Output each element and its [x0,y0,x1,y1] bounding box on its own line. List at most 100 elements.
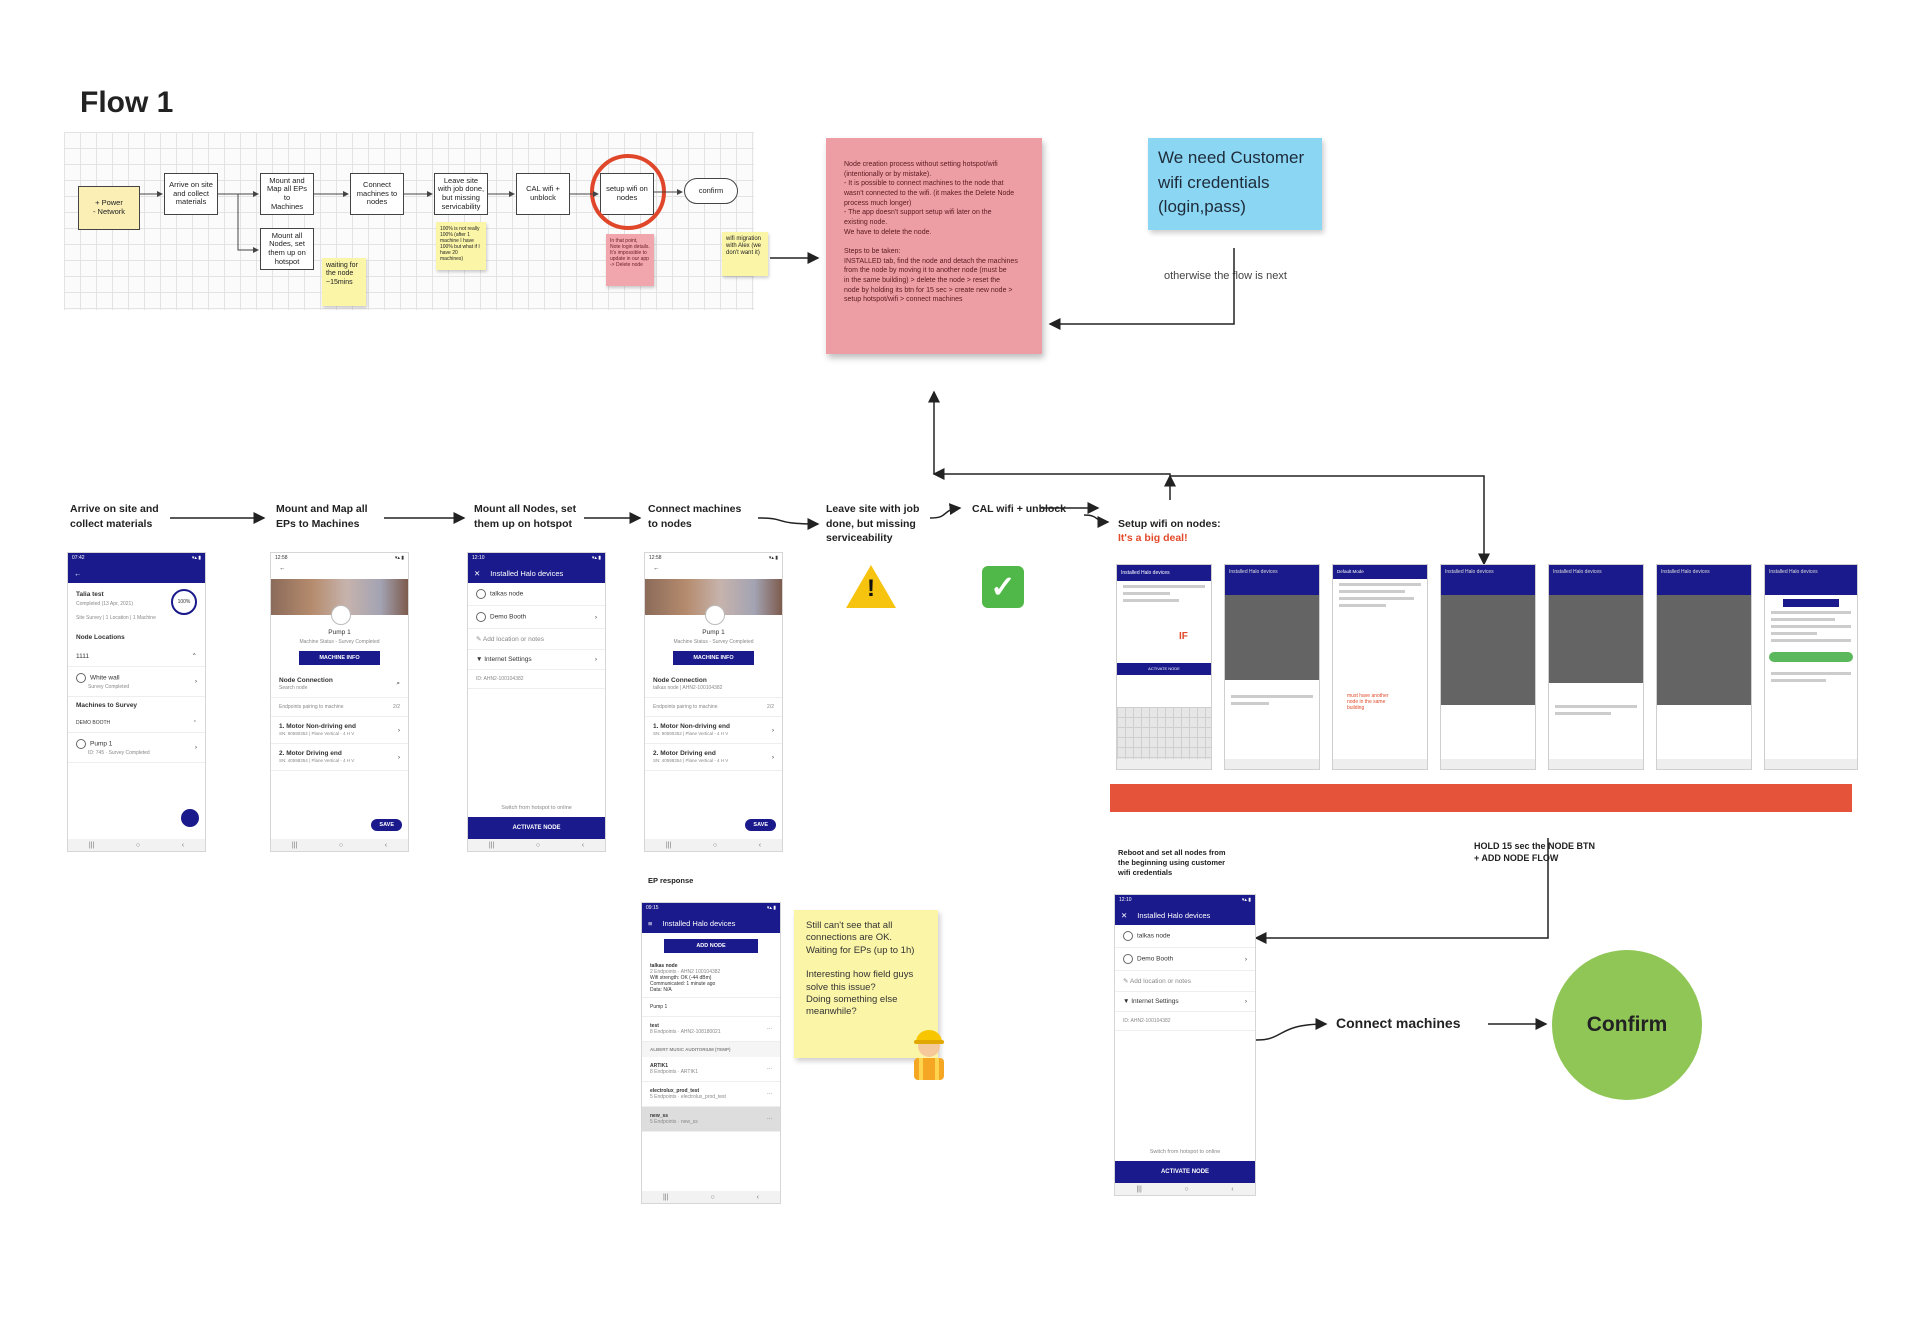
power-network-box: + Power - Network [78,186,140,230]
booth-row[interactable]: DEMO BOOTH⌃ [68,714,205,733]
activate-node-button[interactable]: ACTIVATE NODE [468,817,605,839]
node-card-talkas[interactable]: talkas node 2 Endpoints · AHN2 100104382… [642,959,780,998]
switch-text[interactable]: Switch from hotspot to online [501,805,572,811]
machine-info-button[interactable]: MACHINE INFO [299,651,380,665]
blue-note: We need Customer wifi credentials (login… [1148,138,1322,230]
mini-screen-6: Installed Halo devices [1656,564,1752,770]
step-connect: Connect machines to nodes [648,503,742,530]
id-row: ID: AHN2-100104382 [468,670,605,689]
close-icon[interactable]: ✕ [1121,910,1128,920]
node-name: talkas node [1137,932,1171,940]
machine-icon [76,739,86,749]
machine-status: Machine Status - Survey Completed [299,639,380,645]
section-node-locations: Node Locations [76,634,125,641]
node3-name: ARTIK1 [650,1063,669,1069]
search-icon[interactable]: ⌕ [396,680,400,687]
mini1-activate-button[interactable]: ACTIVATE NODE [1117,663,1211,675]
node-id: ID: AHN2-100104382 [476,676,524,682]
location-row[interactable]: 1111⌃ [68,646,205,667]
back-icon[interactable]: ← [653,565,660,572]
add-location-row[interactable]: ✎ Add location or notes [1115,971,1255,992]
booth-row[interactable]: Demo Booth› [1115,948,1255,971]
survey-sub: Site Survey | 1 Location | 1 Machine [76,615,156,621]
pump-row[interactable]: Pump 1 [642,998,780,1017]
mini1-if-label: IF [1179,631,1188,642]
ep-response-label: EP response [648,876,694,885]
menu-icon[interactable]: ≡ [648,918,653,928]
mini3-warning: must have another node in the same build… [1347,693,1389,711]
activate-node-button[interactable]: ACTIVATE NODE [1115,1161,1255,1183]
add-node-button[interactable]: ADD NODE [664,939,758,953]
node-icon [476,589,486,599]
node-name-row[interactable]: talkas node [1115,925,1255,948]
more-icon[interactable]: ⋯ [767,1066,772,1072]
otherwise-text: otherwise the flow is next [1164,270,1287,282]
orange-divider-bar [1110,784,1852,812]
machine-info-button[interactable]: MACHINE INFO [673,651,754,665]
wifi-icon: ▼ [476,656,485,663]
mini-screen-7: Installed Halo devices [1764,564,1858,770]
phone-ep-response: 09:15▾▴ ▮ ≡Installed Halo devices ADD NO… [641,902,781,1204]
step-mount-map: Mount and Map all EPs to Machines [276,503,368,530]
endpoints-label: Endpoints pairing to machine [279,704,344,710]
switch-text[interactable]: Switch from hotspot to online [1149,1149,1221,1155]
internet-row[interactable]: ▼ Internet Settings› [468,650,605,670]
survey-name: Talia test [76,591,104,598]
node1-wifi: Wifi strength: OK (-44 dBm) [650,975,712,981]
fab-button[interactable] [181,809,199,827]
flow-leave-box: Leave site with job done, but missing se… [434,173,488,215]
more-icon[interactable]: ⋯ [767,1091,772,1097]
survey-completed: Completed (13 Apr, 2021) [76,601,133,607]
mini4-title: Installed Halo devices [1441,565,1535,595]
id-row: ID: AHN2-100104382 [1115,1012,1255,1031]
node2-name: test [650,1023,659,1029]
ep1-sub: SN: 90590352 | Plane Vertical - 4 H V [653,731,729,736]
internet-row[interactable]: ▼ Internet Settings› [1115,992,1255,1012]
close-icon[interactable]: ✕ [474,568,481,578]
chevron-up-icon: ⌃ [192,720,197,726]
endpoints-label: Endpoints pairing to machine [653,704,718,710]
note-pink-small: In that point, Note login details. It's … [606,234,654,286]
android-nav: |||○‹ [642,1191,780,1203]
node4-sub: 5 Endpoints · electrolux_prod_test [650,1094,726,1100]
mini2-title: Installed Halo devices [1225,565,1319,595]
mini-screen-3: Default Mode must have another node in t… [1332,564,1428,770]
chevron-up-icon: ⌃ [191,653,197,660]
node5-name: new_ss [650,1113,669,1119]
ep1-label: 1. Motor Non-driving end [653,723,730,730]
more-icon[interactable]: ⋯ [767,1026,772,1032]
booth-row[interactable]: Demo Booth› [468,606,605,629]
back-icon[interactable]: ← [74,568,82,578]
page-title: Flow 1 [80,86,174,119]
step-mount-nodes: Mount all Nodes, set them up on hotspot [474,503,577,530]
keyboard[interactable] [1117,707,1211,759]
location-icon [476,612,486,622]
step-leave: Leave site with job done, but missing se… [826,503,920,545]
node-icon [1123,931,1133,941]
node-id: ID: AHN2-100104382 [1123,1018,1171,1024]
add-location-row[interactable]: ✎ Add location or notes [468,629,605,650]
back-icon[interactable]: ← [279,565,286,572]
node-name-row[interactable]: talkas node [468,583,605,606]
node2-sub: 8 Endpoints · AHN2-108180021 [650,1029,721,1035]
save-button[interactable]: SAVE [371,819,402,831]
pump-label: Pump 1 [90,740,113,748]
chevron-right-icon: › [771,726,774,734]
more-icon[interactable]: ⋯ [767,1116,772,1122]
note-waiting: waiting for the node ~15mins [322,258,366,306]
save-button[interactable]: SAVE [745,819,776,831]
